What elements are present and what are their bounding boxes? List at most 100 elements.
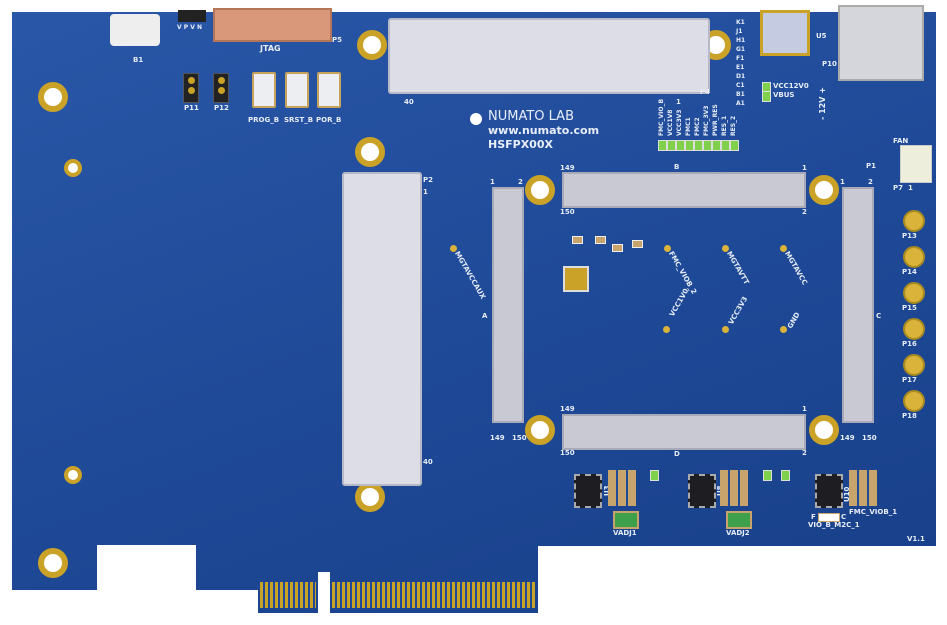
sma-connector[interactable]	[903, 210, 925, 232]
mounting-hole	[38, 548, 68, 578]
vcc12-label: VCC12V0	[773, 82, 809, 90]
b1-label: B1	[133, 56, 144, 64]
led-label: RES_2	[730, 115, 737, 136]
p2-connector	[342, 172, 422, 486]
jumper-c-label: C	[841, 513, 847, 521]
status-led	[650, 470, 659, 481]
testpoint[interactable]	[780, 245, 787, 252]
sma-connector[interactable]	[903, 390, 925, 412]
conn-c-label: C	[876, 312, 882, 320]
p12-jumper[interactable]	[213, 73, 229, 103]
u8-regulator-chip	[688, 474, 716, 508]
mounting-hole	[355, 137, 385, 167]
vio-select-label: VIO_B_M2C_1	[808, 521, 860, 529]
sma-label: P17	[902, 376, 917, 384]
fmc-connector-a	[492, 187, 524, 423]
conn-b-label: B	[674, 163, 680, 171]
row-labels: K1 J1 H1 G1 F1 E1 D1 C1 B1 A1	[736, 19, 746, 107]
por-b-button[interactable]	[317, 72, 341, 108]
board-model: HSFPX00X	[488, 138, 553, 151]
indicator-led	[658, 140, 667, 151]
p7-label: P7	[893, 184, 904, 192]
jumper-f-label: F	[811, 513, 816, 521]
sma-connector[interactable]	[903, 318, 925, 340]
mounting-hole	[809, 415, 839, 445]
testpoint[interactable]	[450, 245, 457, 252]
mounting-hole	[355, 482, 385, 512]
pin-label: 150	[862, 434, 877, 442]
fmc-connector-c	[842, 187, 874, 423]
fmc-connector-b	[562, 172, 806, 208]
brand-name: NUMATO LAB	[488, 109, 574, 124]
pin-label: 2	[518, 178, 523, 186]
smd-part	[612, 244, 623, 252]
p4-connector	[388, 18, 710, 94]
p4-pin1-label: 1	[676, 98, 681, 106]
vio-select-jumper[interactable]	[818, 513, 840, 522]
fan-connector[interactable]	[900, 145, 932, 183]
pcie-fingers-left	[260, 582, 316, 608]
p4-label: P4	[700, 88, 711, 96]
pin-label: 2	[802, 208, 807, 216]
fan-label: FAN	[893, 137, 909, 145]
testpoint[interactable]	[722, 245, 729, 252]
indicator-led	[703, 140, 712, 151]
sma-label: P15	[902, 304, 917, 312]
u10-regulator-chip	[815, 474, 843, 508]
testpoint[interactable]	[663, 326, 670, 333]
testpoint[interactable]	[722, 326, 729, 333]
inductor	[563, 266, 589, 292]
smd-part	[632, 240, 643, 248]
pin-label: 150	[512, 434, 527, 442]
sma-label: P13	[902, 232, 917, 240]
mounting-hole	[357, 30, 387, 60]
testpoint[interactable]	[780, 326, 787, 333]
jtag-header[interactable]	[213, 8, 332, 42]
led-label: FMC2	[694, 117, 701, 136]
battery-connector	[110, 14, 160, 46]
sma-connector[interactable]	[903, 246, 925, 268]
testpoint[interactable]	[664, 245, 671, 252]
p5-label: P5	[332, 36, 343, 44]
p2-pin1-label: 1	[423, 188, 428, 196]
u5-usb-connector[interactable]	[760, 10, 810, 56]
pcie-fingers-right	[332, 582, 535, 608]
vadj2-label: VADJ2	[726, 529, 750, 537]
p1-label: P1	[866, 162, 877, 170]
p4-pin40-label: 40	[404, 98, 414, 106]
conn-a-label: A	[482, 312, 488, 320]
sma-connector[interactable]	[903, 282, 925, 304]
vadj1-inductor	[613, 511, 639, 529]
capacitor-bank	[720, 470, 748, 506]
p11-jumper[interactable]	[183, 73, 199, 103]
capacitor-bank	[608, 470, 636, 506]
smd-part	[595, 236, 606, 244]
numato-logo-icon	[470, 113, 482, 125]
pin-label: 1	[802, 405, 807, 413]
vadj1-label: VADJ1	[613, 529, 637, 537]
led-label: FMC_VIO_B	[658, 98, 665, 136]
indicator-led	[676, 140, 685, 151]
pin-label: 149	[560, 164, 575, 172]
board-version: V1.1	[907, 535, 925, 543]
sma-connector[interactable]	[903, 354, 925, 376]
p12-label: P12	[214, 104, 229, 112]
pin-label: 1	[490, 178, 495, 186]
pin-label: 149	[490, 434, 505, 442]
indicator-led	[685, 140, 694, 151]
vpvn-header	[178, 10, 206, 22]
led-label: FMC1	[685, 117, 692, 136]
pin-label: 2	[802, 449, 807, 457]
status-led	[763, 470, 772, 481]
p2-label: P2	[423, 176, 434, 184]
pin-label: 1	[802, 164, 807, 172]
srst-b-button[interactable]	[285, 72, 309, 108]
p10-power-connector[interactable]	[838, 5, 924, 81]
power-polarity-label: - 12V +	[818, 87, 827, 120]
led-label: PWR_RES	[712, 104, 719, 136]
p11-label: P11	[184, 104, 199, 112]
p10-label: P10	[822, 60, 837, 68]
mounting-hole	[809, 175, 839, 205]
prog-b-button[interactable]	[252, 72, 276, 108]
